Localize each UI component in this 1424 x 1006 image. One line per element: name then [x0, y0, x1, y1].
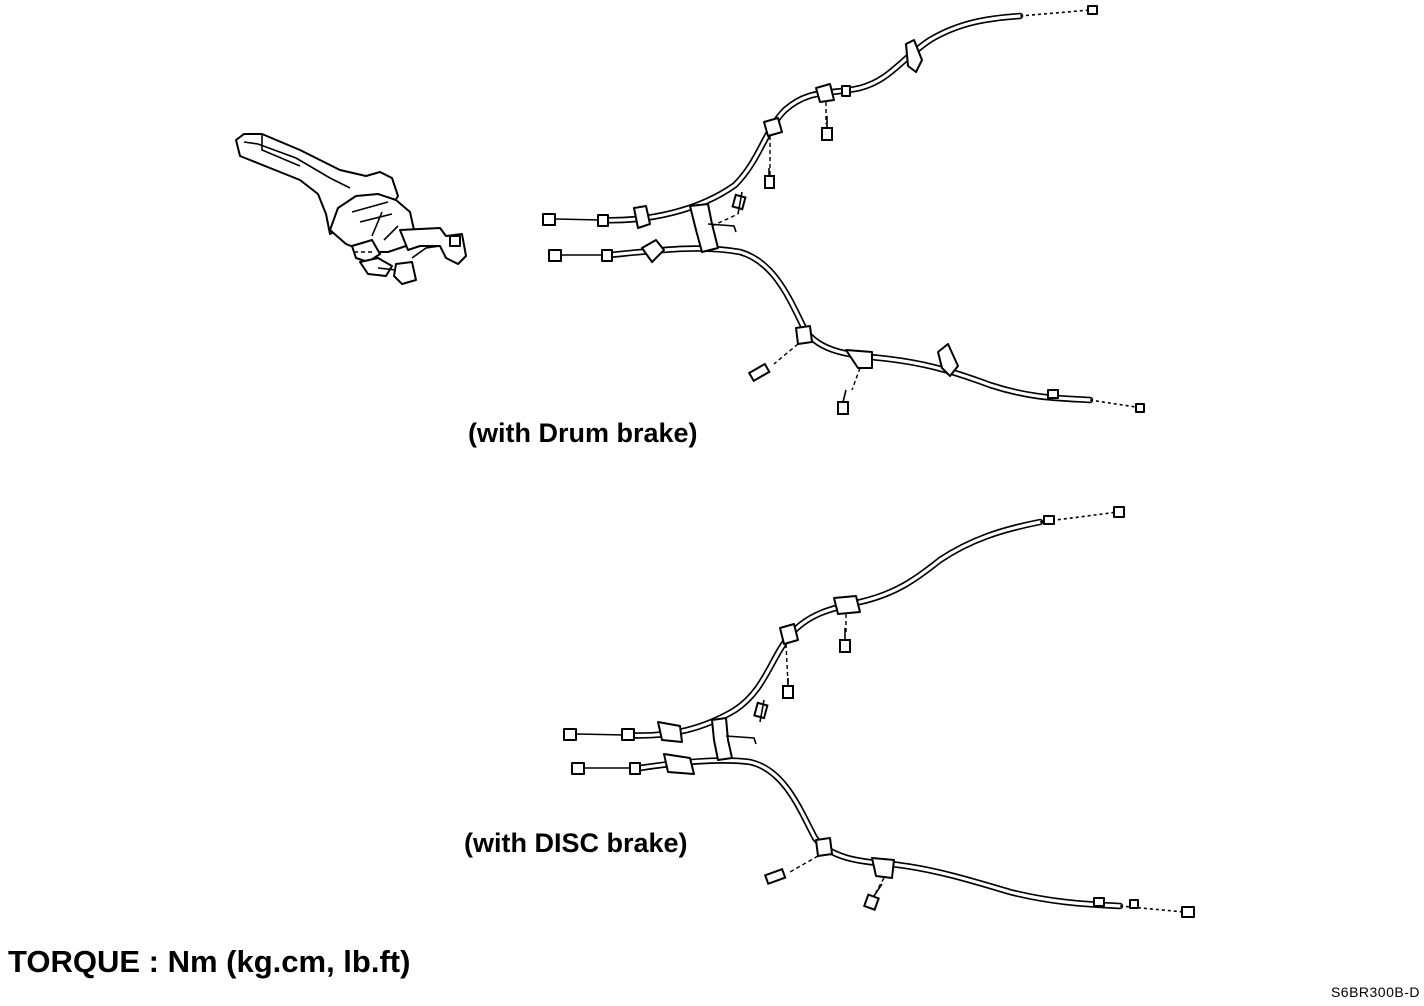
drum-lower-cable: [606, 245, 1094, 404]
disc-center-bolt: [753, 699, 769, 723]
figure-code: S6BR300B-D: [1330, 984, 1420, 1000]
drum-upper-cable: [596, 12, 1024, 224]
drum-upper-bolt-1: [764, 168, 775, 189]
drum-center-bolt: [731, 191, 747, 215]
torque-unit-note: TORQUE : Nm (kg.cm, lb.ft): [8, 944, 411, 979]
disc-upper-cable: [621, 518, 1044, 739]
drum-upper-bolt-2: [821, 116, 833, 141]
disc-brake-caption: (with DISC brake): [464, 828, 688, 858]
drum-lower-bolt-2: [837, 389, 849, 415]
disc-lower-bolt-1: [763, 867, 787, 886]
drum-brake-cable-assembly: [542, 5, 1145, 415]
disc-brake-cable-assembly: [563, 506, 1195, 918]
disc-upper-bolt-2: [839, 628, 851, 653]
drum-lower-bolt-1: [747, 362, 771, 383]
drum-brake-caption: (with Drum brake): [468, 418, 698, 448]
disc-upper-bolt-1: [782, 678, 794, 699]
parking-brake-lever: [235, 133, 467, 285]
disc-lower-bolt-2: [862, 883, 883, 911]
